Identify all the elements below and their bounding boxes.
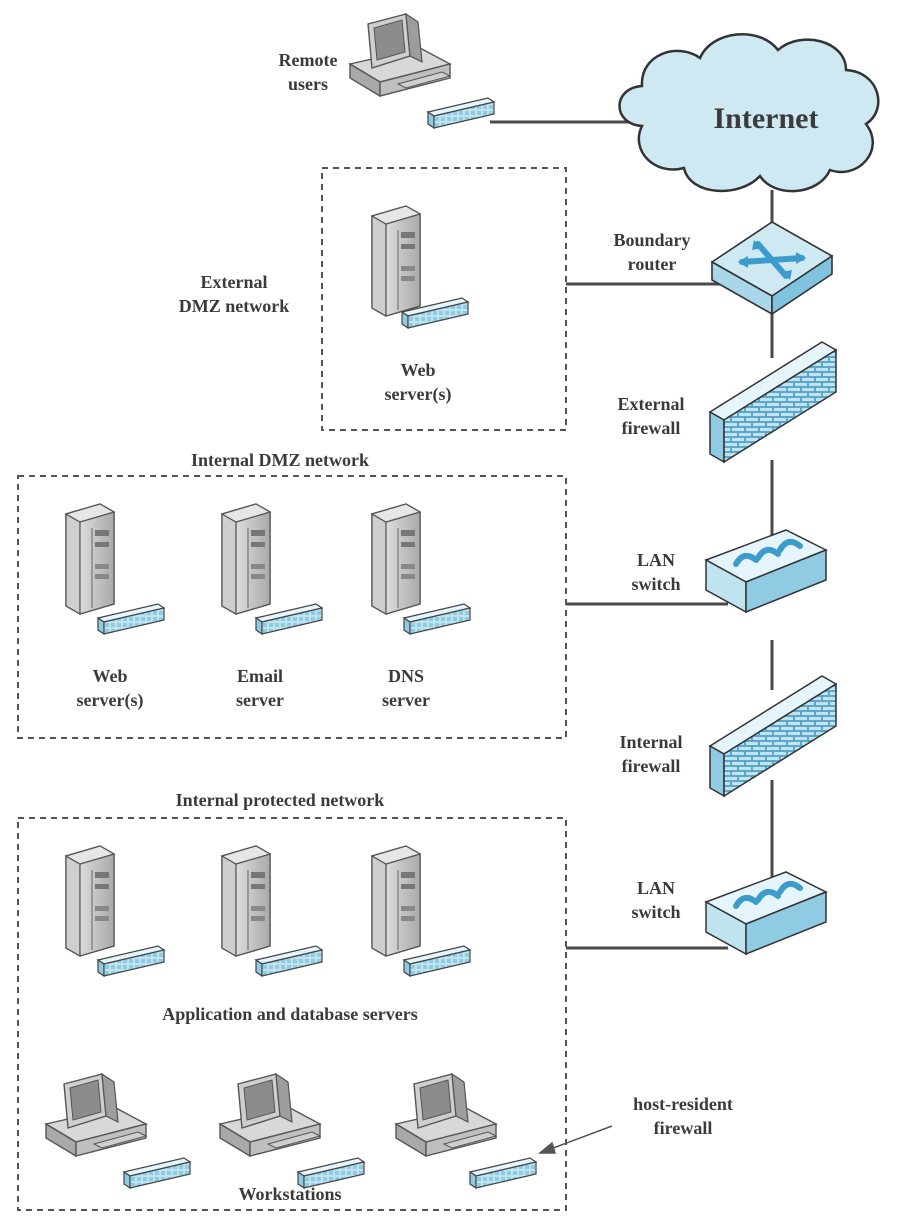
external-web-server-line2: server(s) <box>384 384 452 404</box>
internal-firewall <box>708 675 838 798</box>
external-dmz-line1: External <box>200 272 268 292</box>
host-resident-firewall-line2: firewall <box>653 1118 713 1138</box>
internal-protected-box <box>17 817 567 1211</box>
internal-web-server-label: Web server(s) <box>62 664 158 712</box>
external-web-server <box>371 205 421 317</box>
lan-switch-1-line2: switch <box>631 574 681 594</box>
lan-switch-1-label: LAN switch <box>608 548 704 596</box>
email-server <box>221 503 271 615</box>
host-resident-arrow <box>537 1125 613 1154</box>
lan-switch-2-line2: switch <box>631 902 681 922</box>
email-server-label: Email server <box>212 664 308 712</box>
email-server-host-firewall <box>255 603 323 635</box>
dns-server-line1: DNS <box>387 666 424 686</box>
workstation-3-host-firewall <box>469 1157 537 1189</box>
dns-server <box>371 503 421 615</box>
email-server-line1: Email <box>236 666 283 686</box>
external-firewall-line2: firewall <box>621 418 681 438</box>
internal-web-server-line2: server(s) <box>76 690 144 710</box>
lan-switch-2-line1: LAN <box>636 878 675 898</box>
internal-web-server-line1: Web <box>92 666 128 686</box>
internal-dmz-box <box>17 475 567 739</box>
boundary-router-label: Boundary router <box>586 228 718 276</box>
external-dmz-label: External DMZ network <box>150 270 318 318</box>
internal-firewall-label: Internal firewall <box>596 730 706 778</box>
app-db-server-1 <box>65 845 115 957</box>
lan-switch-2 <box>706 872 826 954</box>
app-db-server-2-host-firewall <box>255 945 323 977</box>
remote-users-line2: users <box>288 74 328 94</box>
lan-switch-1 <box>706 530 826 612</box>
internal-firewall-line2: firewall <box>621 756 681 776</box>
external-dmz-box <box>321 167 567 431</box>
internal-firewall-line1: Internal <box>619 732 683 752</box>
remote-users-label: Remote users <box>262 48 354 96</box>
external-firewall-line1: External <box>617 394 685 414</box>
email-server-line2: server <box>236 690 284 710</box>
app-db-server-2 <box>221 845 271 957</box>
external-firewall <box>708 341 838 464</box>
boundary-router-line2: router <box>627 254 677 274</box>
external-web-server-label: Web server(s) <box>370 358 466 406</box>
external-dmz-line2: DMZ network <box>178 296 290 316</box>
external-web-server-line1: Web <box>400 360 436 380</box>
remote-users-pc <box>349 13 451 97</box>
workstations-label: Workstations <box>238 1184 342 1204</box>
workstation-3 <box>395 1073 497 1157</box>
remote-users-line1: Remote <box>278 50 338 70</box>
host-resident-firewall-line1: host-resident <box>633 1094 733 1114</box>
dns-server-host-firewall <box>403 603 471 635</box>
workstation-1-host-firewall <box>123 1157 191 1189</box>
internal-protected-label: Internal protected network <box>175 790 385 810</box>
app-db-server-3 <box>371 845 421 957</box>
internet-cloud <box>618 33 880 193</box>
boundary-router <box>710 221 834 316</box>
remote-users-host-firewall <box>427 97 495 129</box>
app-db-server-3-host-firewall <box>403 945 471 977</box>
lan-switch-2-label: LAN switch <box>608 876 704 924</box>
app-db-server-1-host-firewall <box>97 945 165 977</box>
dns-server-label: DNS server <box>358 664 454 712</box>
internet-label: Internet <box>713 102 819 135</box>
workstation-1 <box>45 1073 147 1157</box>
host-resident-firewall-label: host-resident firewall <box>598 1092 768 1140</box>
lan-switch-1-line1: LAN <box>636 550 675 570</box>
dns-server-line2: server <box>382 690 430 710</box>
internal-web-server <box>65 503 115 615</box>
internal-dmz-label: Internal DMZ network <box>191 450 369 470</box>
external-firewall-label: External firewall <box>596 392 706 440</box>
boundary-router-line1: Boundary <box>613 230 691 250</box>
workstation-2 <box>219 1073 321 1157</box>
app-db-servers-label: Application and database servers <box>162 1004 418 1024</box>
internal-web-server-host-firewall <box>97 603 165 635</box>
